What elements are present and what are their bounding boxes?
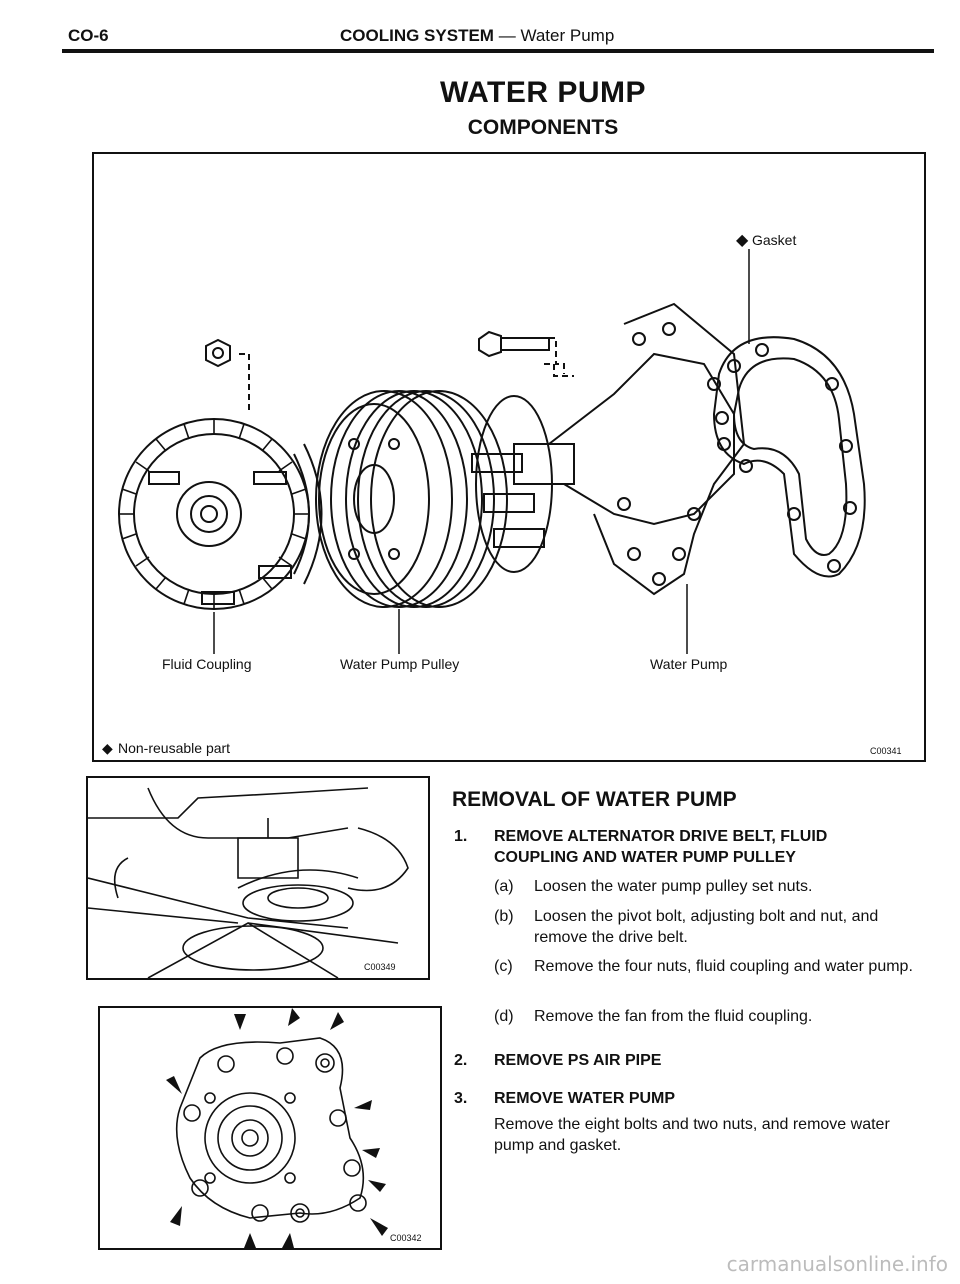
illustration-water-pump-bolts: C00342: [98, 1006, 442, 1250]
header-subsection: Water Pump: [520, 26, 615, 45]
header-rule: [62, 49, 934, 53]
nut-drawing: [205, 338, 250, 414]
fluid-coupling-drawing: [118, 418, 323, 610]
gasket-drawing: [712, 336, 866, 578]
components-heading: COMPONENTS: [467, 116, 619, 139]
water-pump-bolts-drawing: C00342: [166, 1008, 422, 1248]
step-1-text: REMOVE ALTERNATOR DRIVE BELT, FLUID COUP…: [494, 828, 828, 866]
step-3-number: 3.: [454, 1090, 468, 1107]
water-pump-drawing: [471, 302, 746, 596]
gasket-diamond-icon: ◆: [736, 230, 749, 249]
step-1c-text: Remove the four nuts, fluid coupling and…: [534, 958, 913, 975]
step-1d-label: (d): [494, 1008, 514, 1025]
step-1a: (a) Loosen the water pump pulley set nut…: [494, 876, 934, 898]
legend-diamond-icon: ◆: [102, 741, 113, 757]
step-2-text: REMOVE PS AIR PIPE: [494, 1052, 662, 1069]
figure-code-c00349: C00349: [364, 962, 396, 972]
label-water-pump: Water Pump: [650, 656, 727, 672]
step-1b-text: Loosen the pivot bolt, adjusting bolt an…: [534, 908, 879, 946]
figure-code-c00342: C00342: [390, 1233, 422, 1243]
step-1c-label: (c): [494, 958, 513, 975]
bolt-drawing: [478, 330, 574, 377]
legend-non-reusable: Non-reusable part: [118, 740, 230, 756]
label-water-pump-pulley: Water Pump Pulley: [340, 656, 459, 672]
step-1a-text: Loosen the water pump pulley set nuts.: [534, 878, 813, 895]
water-pump-pulley-drawing: [315, 390, 508, 608]
illustration-fan-removal: C00349: [86, 776, 430, 980]
components-diagram: ◆ Gasket Fluid Coupling Water Pump Pulle…: [102, 230, 902, 757]
header-separator: —: [498, 26, 516, 45]
fan-removal-drawing: C00349: [87, 787, 409, 979]
step-1d-text: Remove the fan from the fluid coupling.: [534, 1008, 813, 1025]
label-gasket: Gasket: [752, 232, 796, 248]
step-1b: (b) Loosen the pivot bolt, adjusting bol…: [494, 906, 934, 950]
running-header: COOLING SYSTEM — Water Pump: [340, 26, 614, 46]
step-1c: (c) Remove the four nuts, fluid coupling…: [494, 956, 934, 1000]
step-1a-label: (a): [494, 878, 514, 895]
step-3: 3. REMOVE WATER PUMP: [454, 1088, 924, 1110]
step-1: 1. REMOVE ALTERNATOR DRIVE BELT, FLUID C…: [454, 826, 924, 870]
step-3-text: REMOVE WATER PUMP: [494, 1090, 676, 1107]
step-2-number: 2.: [454, 1052, 468, 1069]
figure-code-c00341: C00341: [870, 746, 902, 756]
page-number: CO-6: [68, 26, 109, 45]
step-2: 2. REMOVE PS AIR PIPE: [454, 1050, 924, 1072]
header-section: COOLING SYSTEM: [340, 26, 494, 45]
step-1d: (d) Remove the fan from the fluid coupli…: [494, 1006, 934, 1028]
step-3-instructions: Remove the eight bolts and two nuts, and…: [494, 1116, 890, 1154]
removal-heading: REMOVAL OF WATER PUMP: [452, 788, 737, 811]
page-title: WATER PUMP: [439, 76, 647, 109]
step-1-number: 1.: [454, 828, 468, 845]
components-diagram-frame: [92, 152, 926, 762]
step-1b-label: (b): [494, 908, 514, 925]
label-fluid-coupling: Fluid Coupling: [162, 656, 252, 672]
watermark-url: carmanualsonline.info: [726, 1252, 948, 1276]
